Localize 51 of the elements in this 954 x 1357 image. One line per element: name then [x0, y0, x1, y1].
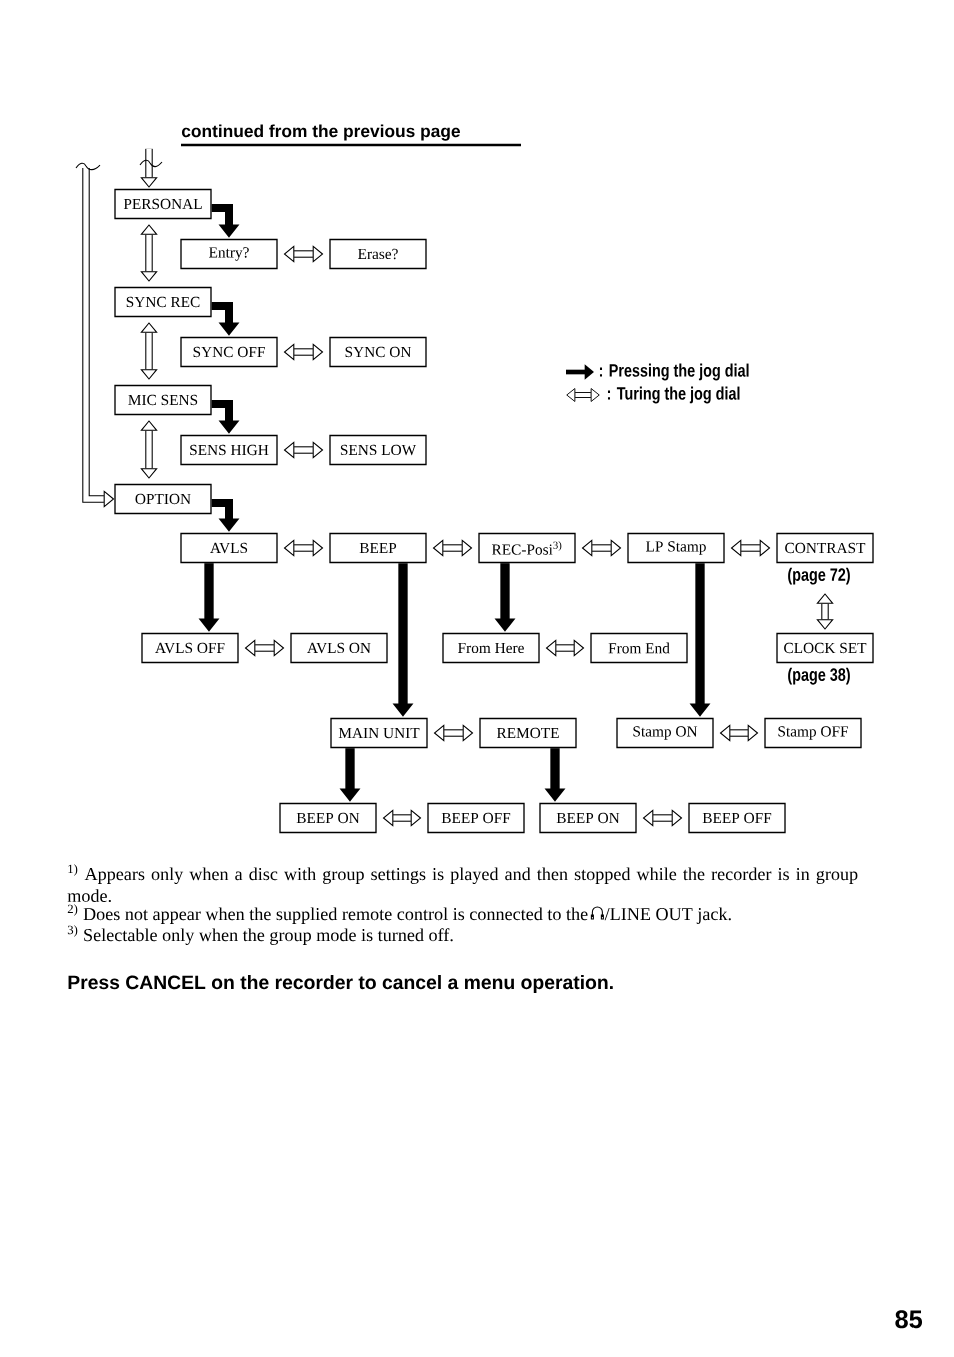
footnote: $^{2)}$ Does not appear when the supplied remote control is connected to the	[67, 904, 588, 924]
menu-box: AVLS	[180, 532, 278, 564]
menu-box: AVLS ON	[290, 632, 388, 664]
menu-box: LP Stamp	[627, 532, 725, 564]
turn-arrow	[140, 224, 158, 282]
turn-arrow	[140, 420, 158, 479]
turn-arrow	[283, 441, 324, 459]
menu-box: REMOTE	[479, 717, 577, 749]
menu-box: BEEP ON	[539, 802, 637, 834]
menu-box: OPTION	[114, 483, 212, 515]
menu-box: REC-Posi$^{3)}$	[478, 532, 576, 564]
page-reference: (page 38)	[788, 667, 850, 685]
menu-box: MAIN UNIT	[330, 717, 428, 749]
menu-box: SYNC OFF	[180, 336, 278, 368]
menu-box: BEEP ON	[279, 802, 377, 834]
turn-arrow	[816, 593, 834, 630]
menu-box: CONTRAST	[776, 532, 874, 564]
menu-box: SENS LOW	[329, 434, 427, 466]
turn-arrow	[140, 148, 158, 188]
section-heading: continued from the previous page	[181, 124, 521, 147]
menu-box: Erase?	[329, 238, 427, 270]
menu-box: BEEP OFF	[427, 802, 525, 834]
menu-box: Stamp OFF	[764, 717, 862, 749]
turn-arrow	[283, 343, 324, 361]
page-number: 85	[895, 1310, 923, 1329]
turn-arrow	[432, 539, 473, 557]
note-heading: Press CANCEL on the recorder to cancel a menu operation.	[68, 975, 613, 994]
turn-arrow	[382, 809, 422, 827]
menu-box: Stamp ON	[616, 717, 714, 749]
menu-box: SENS HIGH	[180, 434, 278, 466]
menu-box: PERSONAL	[114, 188, 212, 220]
turn-arrow	[283, 539, 324, 557]
footnote: $^{3)}$ Selectable only when the group mode is turned off.	[67, 925, 453, 945]
turn-arrow	[140, 322, 158, 380]
menu-box: SYNC ON	[329, 336, 427, 368]
turn-arrow	[283, 245, 324, 263]
footnote: $^{1)}$ Appears only when a disc with group settings is played and then stopped while the recorder is in group mode.	[67, 864, 858, 903]
footnote: /LINE OUT jack.	[604, 907, 731, 924]
menu-box: CLOCK SET	[776, 632, 874, 664]
legend-text: : Turing the jog dial	[608, 386, 740, 404]
menu-box: SYNC REC	[114, 286, 212, 318]
menu-box: Entry?	[180, 238, 278, 270]
return-arrow	[82, 168, 115, 508]
page-reference: (page 72)	[788, 567, 850, 585]
menu-box: From Here	[442, 632, 540, 664]
menu-box: From End	[590, 632, 688, 664]
menu-box: AVLS OFF	[141, 632, 239, 664]
menu-box: BEEP	[329, 532, 427, 564]
menu-box: MIC SENS	[114, 384, 212, 416]
legend-text: : Pressing the jog dial	[600, 363, 749, 381]
menu-box: BEEP OFF	[688, 802, 786, 834]
